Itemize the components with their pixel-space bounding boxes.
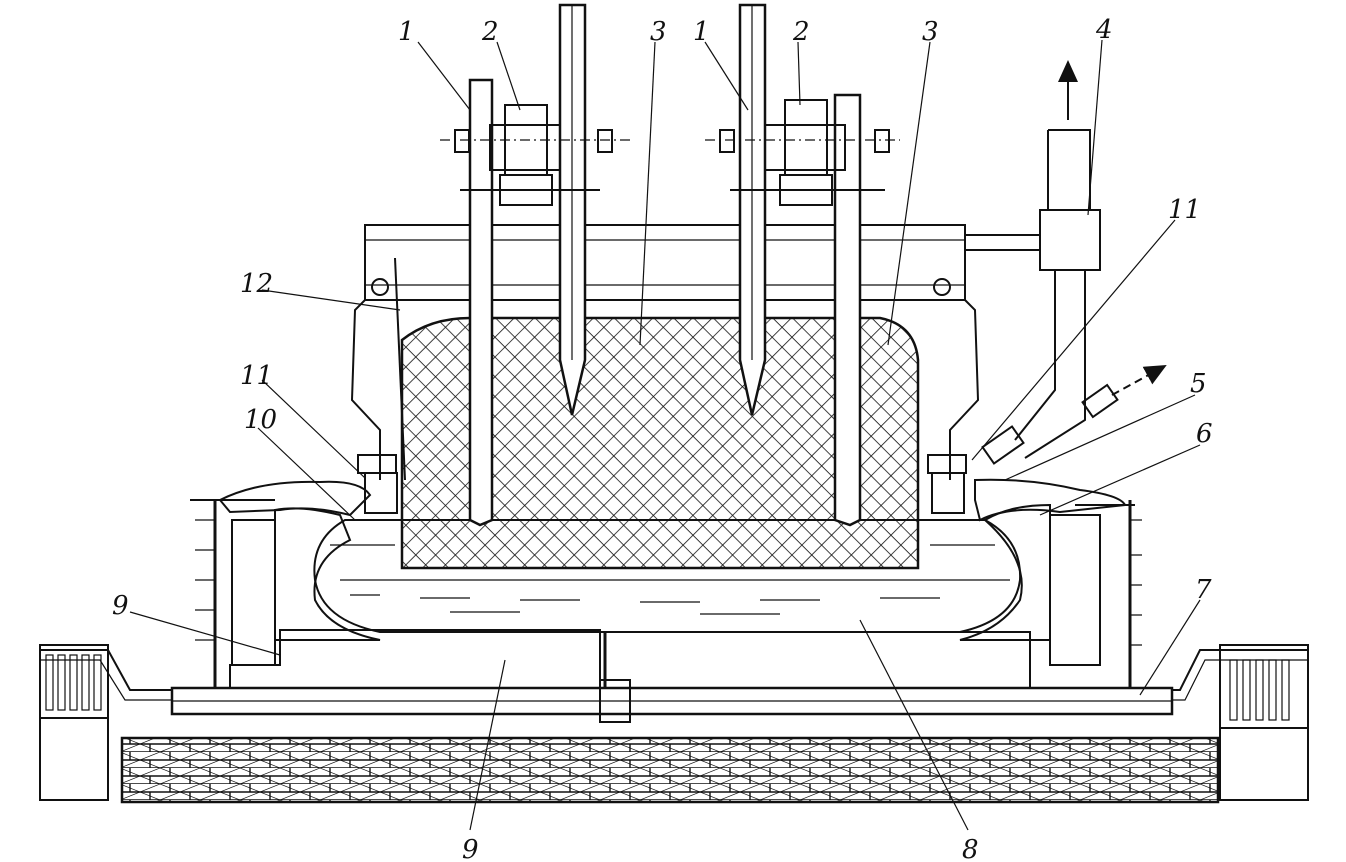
gas-exhaust-pipe xyxy=(965,60,1167,465)
label-7: 7 xyxy=(1195,575,1212,605)
label-2-right: 2 xyxy=(792,17,810,47)
label-2-left: 2 xyxy=(481,17,499,47)
label-5: 5 xyxy=(1190,369,1207,399)
label-1-left: 1 xyxy=(398,17,415,47)
label-4: 4 xyxy=(1095,15,1113,45)
leader-lines xyxy=(129,39,1201,831)
label-11-right: 11 xyxy=(1168,195,1201,225)
anode-busbar-clamps xyxy=(440,99,900,206)
label-3-right: 3 xyxy=(922,17,939,47)
label-11-left: 11 xyxy=(240,361,273,391)
label-9-left: 9 xyxy=(112,591,129,621)
label-8: 8 xyxy=(962,835,979,862)
label-3-left: 3 xyxy=(650,17,667,47)
label-1-right: 1 xyxy=(693,17,710,47)
alumina-cover xyxy=(218,478,1127,522)
label-10: 10 xyxy=(244,405,277,435)
cathode-collector-bar xyxy=(170,679,1174,723)
anode-pins xyxy=(468,3,862,527)
callout-labels: 1 2 3 1 2 3 4 11 5 6 7 8 9 9 10 11 12 xyxy=(112,15,1213,862)
brick-foundation xyxy=(120,736,1220,804)
molten-bath xyxy=(313,519,1022,633)
anode-body xyxy=(400,316,920,570)
label-9-bottom: 9 xyxy=(462,835,479,862)
label-6: 6 xyxy=(1196,419,1213,449)
left-busbar-pedestal xyxy=(39,644,180,801)
label-12: 12 xyxy=(240,269,273,299)
gas-collection-skirt xyxy=(357,454,967,514)
